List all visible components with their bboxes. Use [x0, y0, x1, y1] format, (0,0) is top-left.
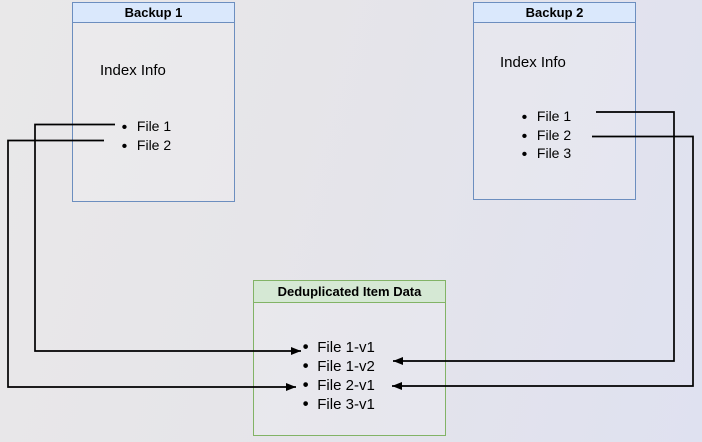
backup2-file-list: • File 1 • File 2 • File 3: [521, 107, 572, 163]
list-item-label: File 3-v1: [317, 396, 375, 413]
list-item: • File 2-v1: [302, 375, 375, 396]
list-item: • File 1: [521, 107, 572, 126]
backup1-file-list: • File 1 • File 2: [121, 117, 172, 155]
list-item-label: File 2: [536, 126, 572, 143]
backup2-index-info-label: Index Info: [500, 54, 566, 71]
list-item-label: File 1: [536, 108, 572, 125]
list-item: • File 1: [121, 117, 172, 136]
list-item-label: File 2-v1: [317, 377, 375, 394]
bullet-icon: •: [302, 394, 309, 415]
backup1-index-info-label: Index Info: [100, 62, 166, 79]
list-item: • File 2: [521, 125, 572, 145]
bullet-icon: •: [302, 356, 309, 377]
list-item: • File 1-v2: [302, 356, 375, 377]
list-item-label: File 1-v1: [317, 339, 375, 356]
list-item-label: File 2: [136, 136, 172, 153]
backup2-header: Backup 2: [474, 3, 635, 23]
bullet-icon: •: [521, 125, 528, 144]
dedup-header: Deduplicated Item Data: [254, 281, 445, 303]
list-item-label: File 3: [536, 145, 572, 162]
backup2-title: Backup 2: [525, 5, 584, 20]
list-item: • File 2: [121, 135, 172, 155]
bullet-icon: •: [521, 107, 528, 126]
bullet-icon: •: [521, 144, 528, 163]
list-item-label: File 1-v2: [317, 358, 375, 375]
bullet-icon: •: [121, 117, 128, 136]
backup1-box: Backup 1: [72, 2, 235, 202]
list-item: • File 3-v1: [302, 394, 375, 415]
backup1-header: Backup 1: [73, 3, 234, 23]
dedup-title: Deduplicated Item Data: [277, 284, 422, 299]
backup2-box: Backup 2: [473, 2, 636, 200]
backup1-title: Backup 1: [124, 5, 183, 20]
list-item: • File 1-v1: [302, 337, 375, 358]
list-item-label: File 1: [136, 118, 172, 135]
bullet-icon: •: [121, 135, 128, 154]
bullet-icon: •: [302, 337, 309, 358]
bullet-icon: •: [302, 375, 309, 396]
dedup-file-list: • File 1-v1 • File 1-v2 • File 2-v1 • Fi…: [302, 337, 375, 415]
list-item: • File 3: [521, 144, 572, 163]
